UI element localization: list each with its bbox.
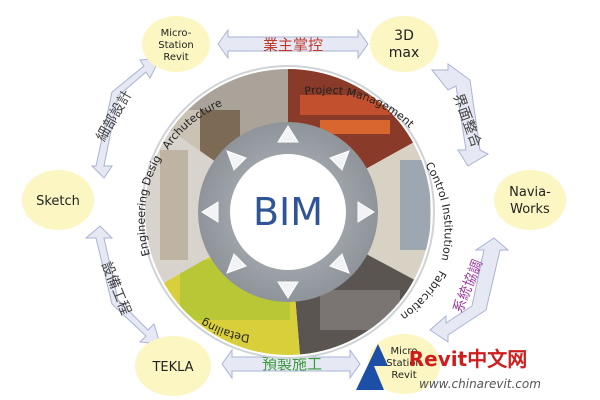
node-navia-works: Navia- Works	[494, 170, 566, 230]
label-left-lower: 設備工程	[98, 260, 134, 318]
arrow-left-upper	[90, 57, 161, 179]
svg-text:TEKLA: TEKLA	[151, 360, 193, 375]
watermark-brand: Revit中文网	[409, 347, 527, 371]
arrow-right-lower	[429, 237, 510, 343]
node-tekla: TEKLA	[135, 336, 211, 396]
svg-text:Station: Station	[386, 358, 422, 369]
revit-logo-icon	[356, 344, 388, 390]
svg-text:Revit: Revit	[163, 52, 188, 63]
arrow-bottom	[221, 348, 361, 380]
svg-text:3D: 3D	[394, 28, 414, 44]
svg-text:Micro: Micro	[391, 346, 418, 357]
watermark: Revit中文网 www.chinarevit.com	[356, 344, 541, 391]
arrow-top	[217, 28, 369, 60]
label-top: 業主掌控	[263, 36, 323, 54]
node-microstation-top: Micro- Station Revit	[142, 16, 210, 72]
svg-text:Navia-: Navia-	[509, 185, 551, 200]
bim-label: BIM	[253, 190, 323, 234]
node-microstation-bottom: Micro Station Revit	[368, 334, 440, 394]
svg-text:max: max	[389, 45, 420, 61]
watermark-url: www.chinarevit.com	[419, 377, 541, 391]
svg-text:Station: Station	[158, 40, 194, 51]
outer-arrows	[84, 28, 510, 380]
ring-arrows	[201, 125, 375, 299]
label-right-upper: 界面整合	[450, 92, 484, 150]
svg-text:Revit: Revit	[391, 370, 416, 381]
bim-core	[230, 154, 346, 270]
node-3d-max: 3D max	[370, 16, 438, 72]
outer-nodes: Micro- Station Revit 3D max Navia- Works…	[22, 16, 566, 396]
label-bottom: 預製施工	[262, 355, 322, 373]
svg-text:Works: Works	[510, 202, 550, 217]
arrow-left-lower	[84, 225, 161, 345]
arrow-right-upper	[430, 63, 490, 167]
svg-text:Micro-: Micro-	[161, 28, 192, 39]
svg-text:Sketch: Sketch	[36, 194, 80, 209]
node-sketch: Sketch	[22, 170, 94, 230]
